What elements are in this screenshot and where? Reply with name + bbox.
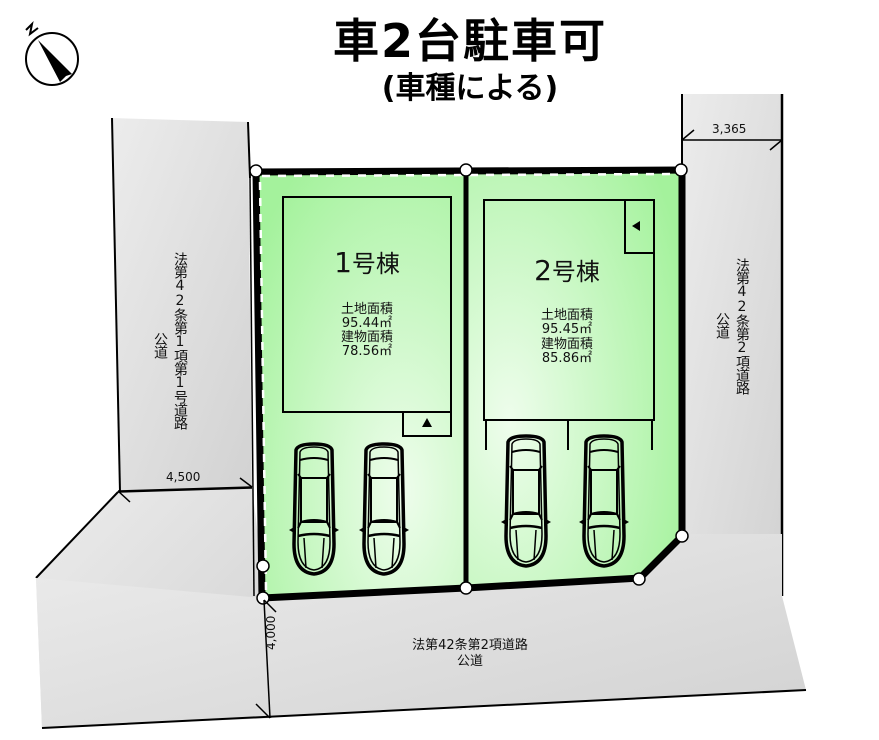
- road-left: [111, 117, 252, 493]
- lot-1-land-area: 95.44㎡: [341, 316, 393, 331]
- lot-1-area: [256, 170, 466, 598]
- lot-2-building-label: 建物面積: [540, 337, 593, 352]
- north-arrow-icon: [25, 20, 79, 86]
- lot-2-area: [466, 170, 682, 588]
- lot-1-title: 1号棟: [300, 244, 434, 279]
- entrance-arrow-icon: [632, 221, 640, 231]
- road-bottom-width: 4,000: [264, 615, 278, 650]
- road-right-width: 3,365: [712, 122, 747, 136]
- road-bottom-type: 公道: [456, 654, 483, 669]
- road-left-type: 公道: [152, 332, 168, 358]
- lot-2-land-label: 土地面積: [540, 308, 593, 323]
- road-left-label: 法第42条第1項第1号道路: [172, 252, 188, 429]
- road-right-type: 公道: [714, 312, 730, 338]
- lot-2-building-area: 85.86㎡: [541, 351, 593, 366]
- lot-1-number: 1: [334, 246, 352, 279]
- building-1-footprint: [282, 196, 452, 413]
- lot-1-building-area: 78.56㎡: [341, 344, 393, 359]
- building-2-entrance: [624, 199, 655, 254]
- road-right: [681, 94, 784, 596]
- boundary-markers: [249, 163, 689, 605]
- lot-2-suffix: 号棟: [551, 258, 600, 286]
- road-right-label: 法第42条第2項道路: [734, 258, 750, 394]
- page-title: 車2台駐車可: [332, 14, 607, 68]
- entrance-arrow-icon: [422, 418, 432, 427]
- lot-2-number: 2: [534, 254, 552, 287]
- lot-2-title: 2号棟: [500, 252, 634, 287]
- lot-1-building-label: 建物面積: [340, 330, 393, 345]
- page-subtitle: (車種による): [381, 71, 559, 106]
- road-bottom-label: 法第42条第2項道路: [412, 638, 528, 653]
- dimension-lines: [117, 129, 783, 719]
- building-1-entrance: [402, 411, 452, 437]
- road-left-width: 4,500: [166, 470, 201, 484]
- lot-1-suffix: 号棟: [351, 250, 400, 278]
- lot-2-land-area: 95.45㎡: [541, 322, 593, 337]
- lot-1-land-label: 土地面積: [340, 302, 393, 317]
